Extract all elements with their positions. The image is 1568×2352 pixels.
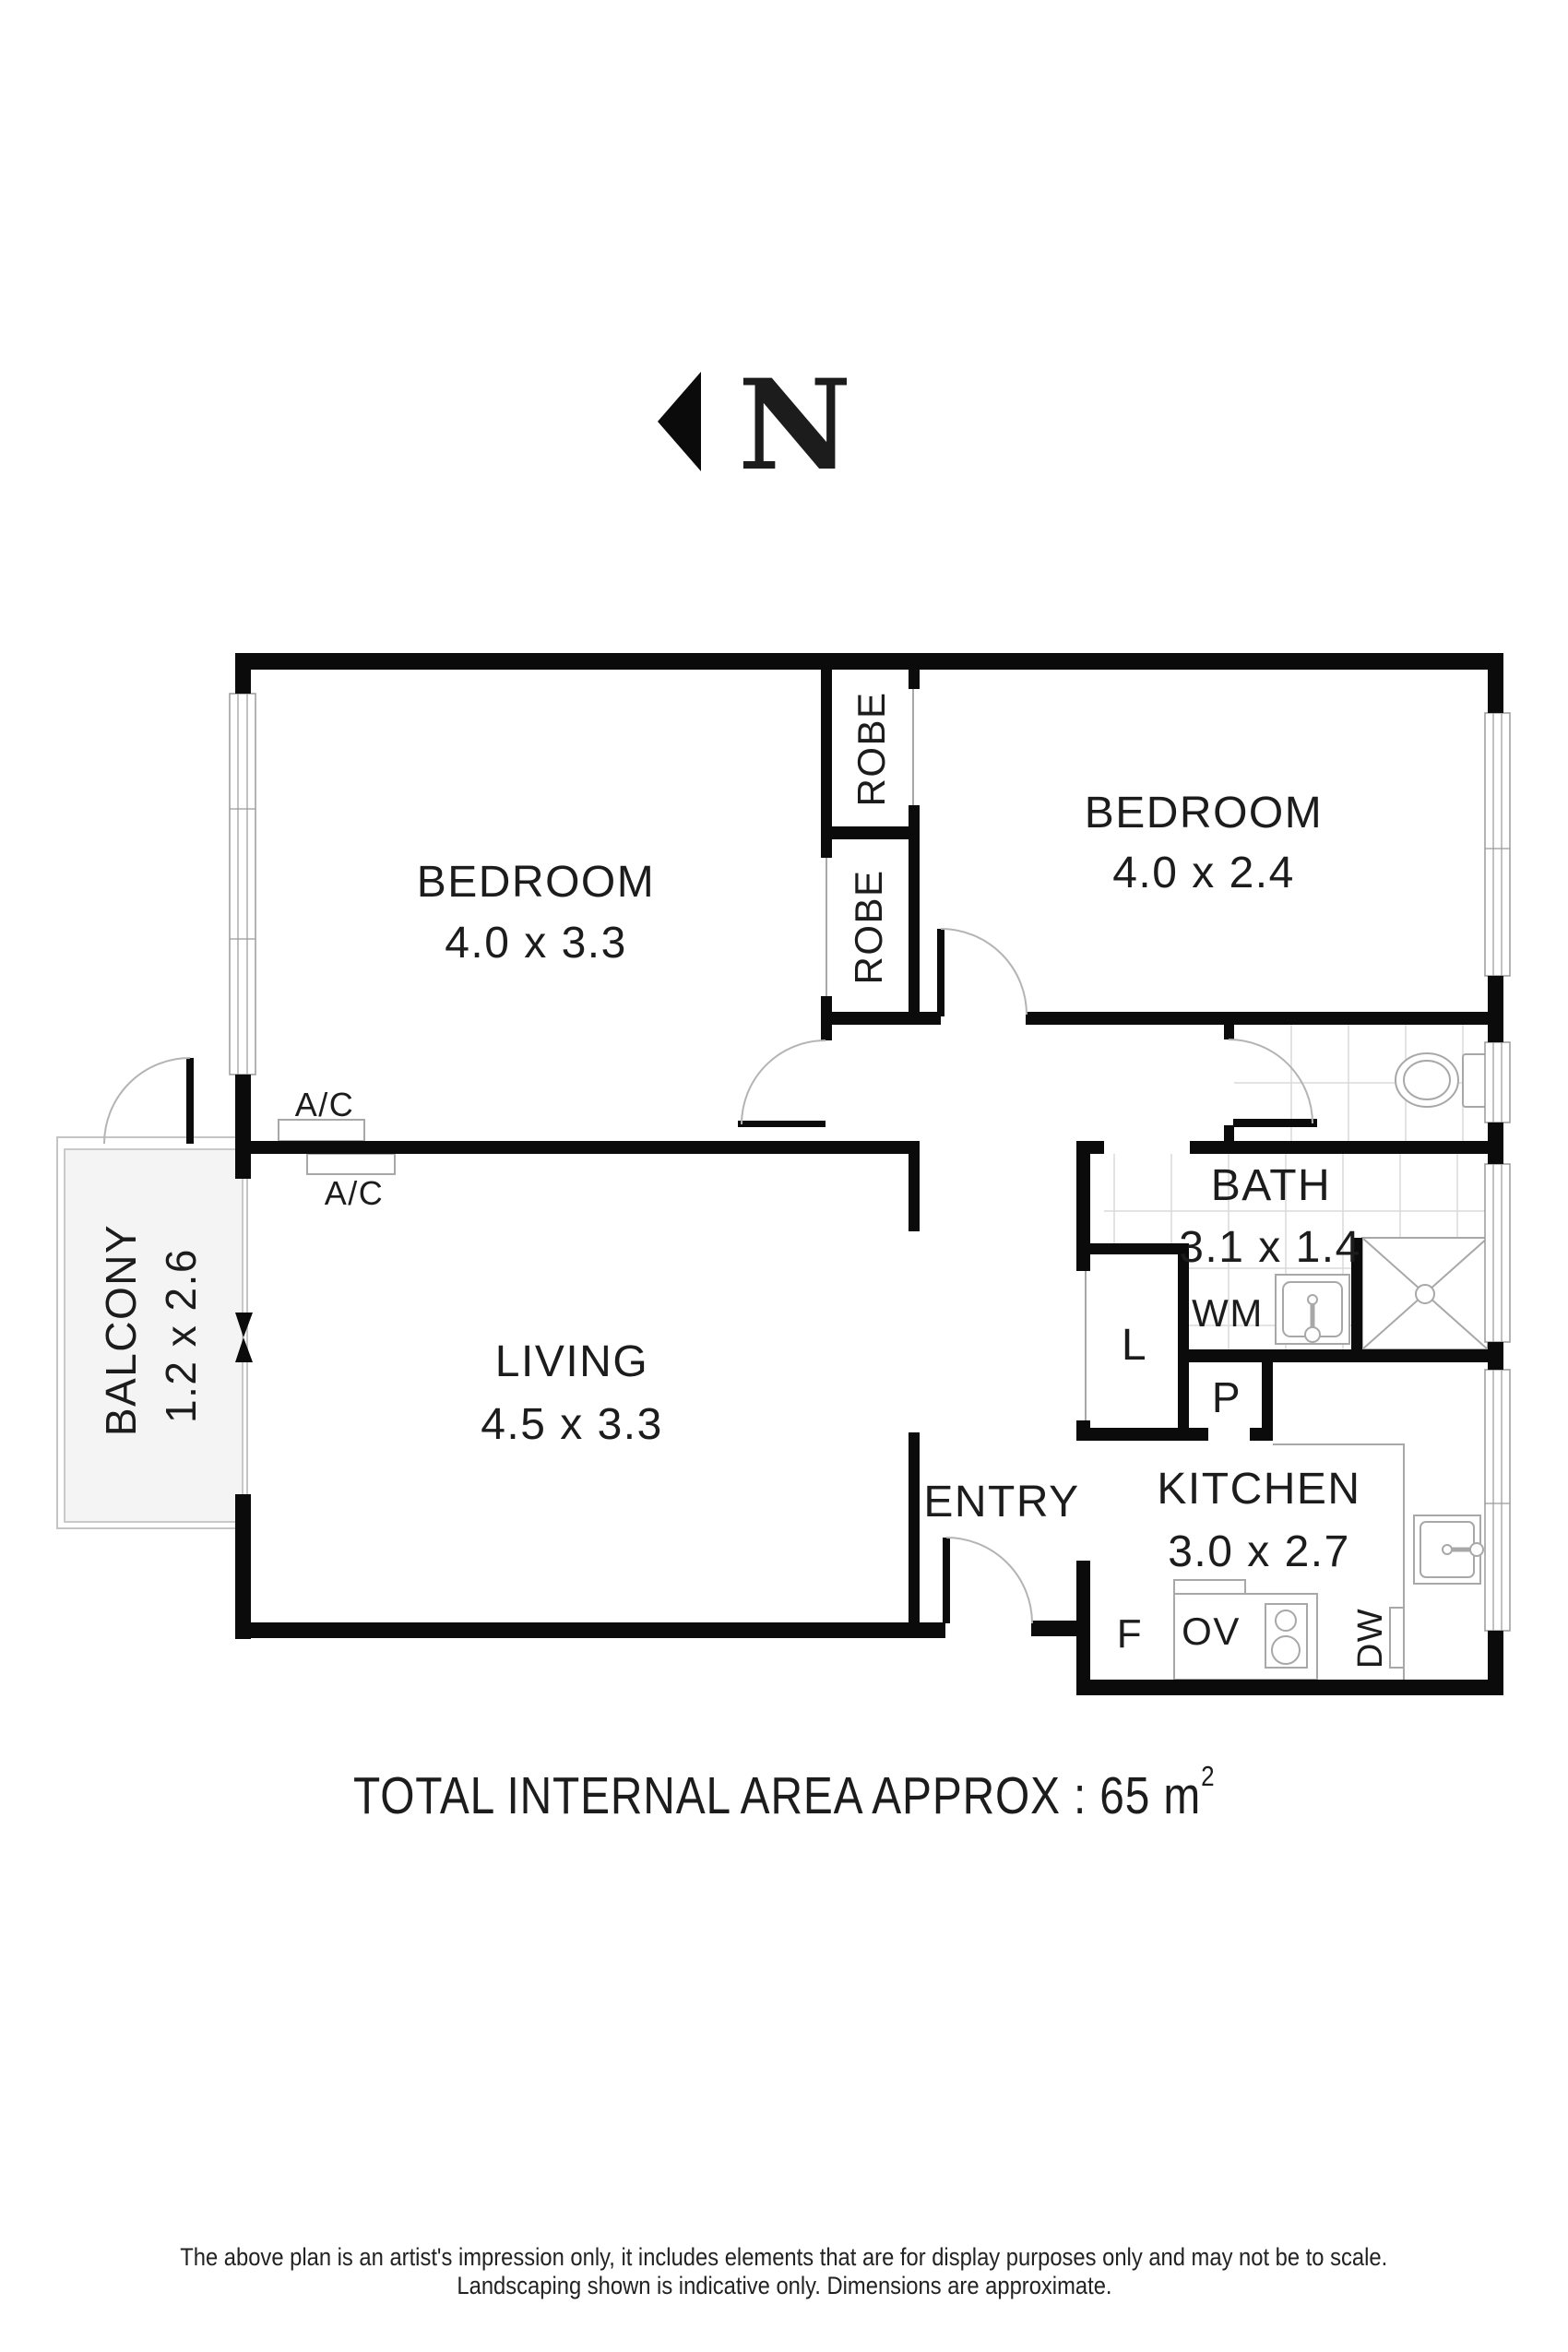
walls [235,653,1503,1695]
oven-cooktop-icon [1173,1579,1318,1681]
north-arrow-icon [658,372,701,471]
living-dims: 4.5 x 3.3 [481,1400,663,1449]
bedroom2-dims: 4.0 x 2.4 [1112,849,1295,897]
door-wc [1228,1039,1317,1127]
total-area-label: TOTAL INTERNAL AREA APPROX : 65 m [352,1766,1201,1825]
balcony-label: BALCONY [97,1224,145,1436]
kitchen-counter [1273,1443,1405,1680]
slider-marker-icon [235,1313,253,1362]
north-arrow: N [658,351,851,498]
total-area-text: TOTAL INTERNAL AREA APPROX : 65 m2 [0,1760,1568,1826]
bedroom2-label: BEDROOM [1085,789,1324,837]
kitchen-dims: 3.0 x 2.7 [1168,1527,1350,1576]
window-wc [1484,1041,1511,1123]
oven-label: OV [1182,1610,1241,1653]
disclaimer-line-1: The above plan is an artist's impression… [180,2243,1388,2271]
toilet-icon [1395,1052,1488,1108]
total-area-superscript: 2 [1200,1760,1216,1792]
balcony-dims: 1.2 x 2.6 [157,1248,205,1423]
dishwasher-icon [1389,1607,1405,1669]
door-bedroom2 [937,928,1028,1016]
door-balcony [103,1057,194,1145]
window-bedroom2 [1484,712,1511,977]
bath-label: BATH [1211,1161,1331,1210]
north-label: N [738,351,851,498]
robe-upper-label: ROBE [849,691,893,806]
windows [229,693,1511,1632]
open-fronts [826,689,1087,1420]
linen-label: L [1122,1321,1147,1370]
ac-bedroom-label: A/C [295,1086,355,1123]
laundry-trough-icon [1275,1274,1350,1345]
washing-machine-label: WM [1192,1291,1264,1335]
ac-unit-living [306,1153,396,1175]
kitchen-sink-icon [1413,1515,1484,1585]
pantry-label: P [1212,1373,1241,1421]
living-label: LIVING [495,1337,648,1386]
dishwasher-label: DW [1351,1608,1390,1669]
bedroom1-dims: 4.0 x 3.3 [445,919,627,968]
door-entry [943,1537,1033,1624]
door-bedroom1 [738,1039,826,1127]
window-kitchen [1484,1369,1511,1632]
robe-lower-label: ROBE [847,869,890,984]
fridge-label: F [1117,1611,1143,1657]
kitchen-label: KITCHEN [1157,1465,1360,1514]
ac-living-label: A/C [325,1174,385,1212]
bedroom1-label: BEDROOM [417,858,656,907]
window-bedroom1 [229,693,256,1075]
window-bath [1484,1163,1511,1343]
disclaimer-line-2: Landscaping shown is indicative only. Di… [456,2272,1112,2299]
bath-dims: 3.1 x 1.4 [1179,1223,1361,1272]
shower-icon [1361,1237,1489,1350]
balcony-area [56,1136,248,1529]
entry-label: ENTRY [923,1478,1079,1526]
